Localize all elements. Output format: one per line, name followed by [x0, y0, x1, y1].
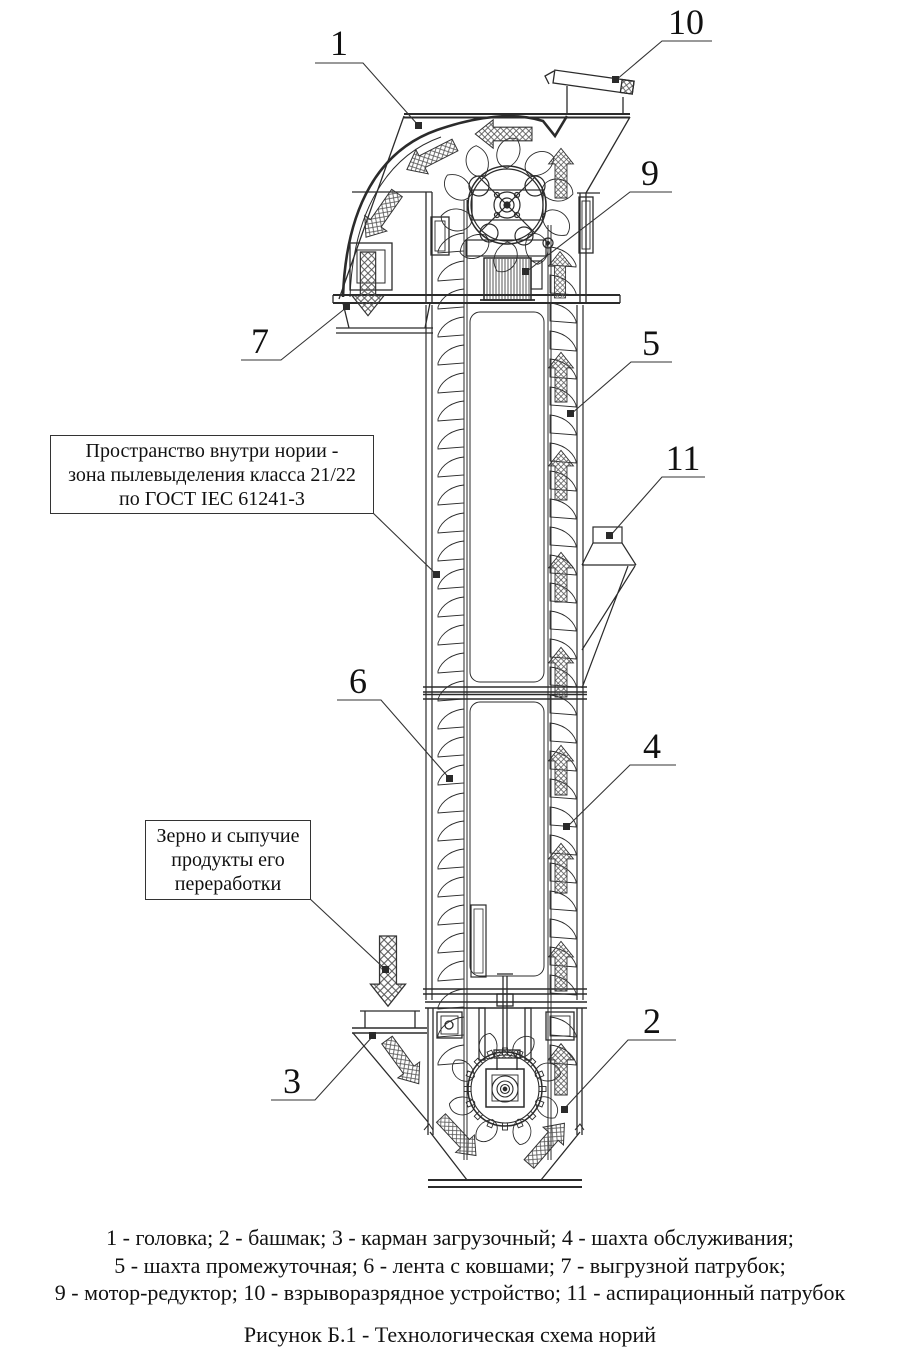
leader-6	[337, 699, 451, 780]
leader-markers	[343, 76, 619, 1113]
callout-6: 6	[349, 661, 367, 701]
legend-line-2: 5 - шахта промежуточная; 6 - лента с ков…	[114, 1252, 786, 1278]
up-arrow-4	[548, 646, 574, 698]
discharge-spout	[336, 302, 433, 334]
casing-panels	[469, 311, 545, 977]
boot-arrow-upright	[518, 1113, 576, 1174]
figure-legend: 1 - головка; 2 - башмак; 3 - карман загр…	[0, 1224, 900, 1307]
boot-arrow-downright	[431, 1108, 486, 1165]
callout-10: 10	[668, 2, 704, 42]
callout-9: 9	[641, 153, 659, 193]
callout-4: 4	[643, 726, 661, 766]
figure-caption: Рисунок Б.1 - Технологическая схема нори…	[243, 1322, 657, 1347]
leader-9	[525, 191, 672, 273]
loading-pocket	[352, 1010, 429, 1123]
callout-5: 5	[642, 323, 660, 363]
leader-lines	[241, 40, 712, 1110]
leader-1	[315, 62, 419, 126]
leader-2	[563, 1039, 676, 1110]
callout-1: 1	[330, 23, 348, 63]
leader-7	[241, 306, 348, 361]
note-dust-zone: Пространство внутри нории - зона пылевыд…	[50, 435, 374, 514]
up-arrow-3	[548, 551, 574, 603]
legend-line-1: 1 - головка; 2 - башмак; 3 - карман загр…	[106, 1225, 794, 1250]
pocket-arrow	[375, 1031, 431, 1093]
air-arrow-left	[474, 119, 533, 149]
head-pulley	[438, 137, 576, 273]
up-arrow-boot	[547, 1043, 575, 1096]
aspiration-pipe	[581, 526, 637, 689]
leader-grain-note	[307, 896, 387, 971]
leader-dust-note	[371, 511, 438, 576]
callout-3: 3	[283, 1061, 301, 1101]
callout-7: 7	[251, 321, 269, 361]
boot-pulley	[447, 1031, 563, 1147]
leader-4	[566, 764, 676, 828]
left-trunk	[425, 305, 487, 1160]
air-arrow-downleft-2	[354, 184, 409, 246]
leader-10	[615, 40, 712, 81]
bucket-belt-left	[437, 232, 465, 1066]
note-grain: Зерно и сыпучие продукты его переработки	[145, 820, 311, 900]
explosion-relief-device	[544, 69, 635, 114]
up-arrow-2	[548, 449, 574, 501]
leader-3	[271, 1035, 374, 1101]
callout-2: 2	[643, 1001, 661, 1041]
drive-motor-reducer	[465, 239, 547, 301]
legend-line-3: 9 - мотор-редуктор; 10 - взрыворазрядное…	[54, 1280, 846, 1305]
callout-11: 11	[665, 438, 701, 478]
leader-5	[570, 361, 672, 415]
elevator-boot	[423, 973, 585, 1188]
up-arrow-6	[548, 842, 574, 894]
leader-11	[609, 476, 705, 537]
right-trunk	[547, 305, 584, 1160]
